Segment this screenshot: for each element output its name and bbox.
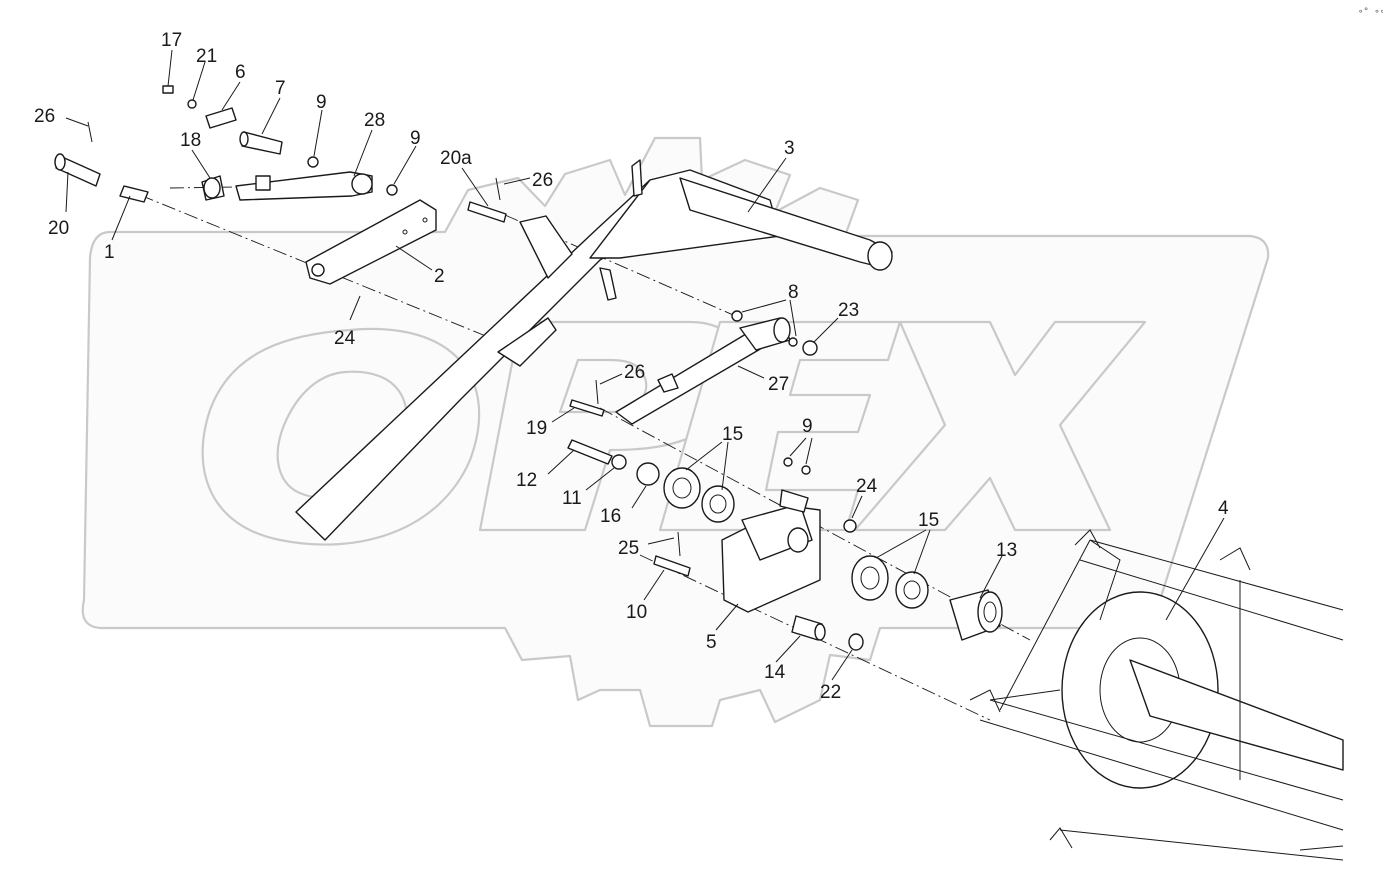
callout-9-top: 9 [316,92,327,113]
callout-13: 13 [996,540,1017,561]
pins-and-washers [567,379,735,523]
callout-17: 17 [161,30,182,51]
callout-11: 11 [562,488,582,509]
callout-19: 19 [526,418,547,439]
main-frame-arm [295,159,893,541]
part-4-reel [969,529,1344,861]
callout-20a: 20a [440,148,472,169]
callout-12: 12 [516,470,537,491]
corner-mark: ∘° ∘∘∘ [1358,7,1383,17]
callout-27: 27 [768,374,789,395]
callout-15-upper: 15 [722,424,743,445]
callout-labels: 17 21 6 7 9 28 9 26 18 20 1 20a 26 3 2 2… [34,30,1229,703]
callout-20: 20 [48,218,69,239]
part-27-cylinder [615,310,818,425]
callout-2: 2 [434,266,445,287]
callout-3: 3 [784,138,795,159]
callout-9-right: 9 [410,128,421,149]
callout-24-left: 24 [334,328,356,349]
callout-9-center: 9 [802,416,813,437]
part-5-bracket [721,457,857,613]
callout-26-left: 26 [34,106,55,127]
callout-4: 4 [1218,498,1229,519]
part-2-channel [305,199,437,285]
callout-26-lower: 26 [624,362,645,383]
callout-8: 8 [788,282,799,303]
callout-15-lower: 15 [918,510,939,531]
callout-24-right: 24 [856,476,878,497]
callout-6: 6 [235,62,246,83]
small-top-parts [54,85,507,223]
lower-parts [653,531,1003,651]
callout-28: 28 [364,110,385,131]
callout-10: 10 [626,602,647,623]
part-28-cylinder [235,171,373,201]
callout-23: 23 [838,300,859,321]
callout-18: 18 [180,130,201,151]
callout-22: 22 [820,682,841,703]
callout-21: 21 [196,46,217,67]
callout-1: 1 [104,242,115,263]
leader-lines [65,49,1225,681]
callout-14: 14 [764,662,786,683]
callout-25: 25 [618,538,639,559]
callout-5: 5 [706,632,717,653]
callout-16: 16 [600,506,621,527]
callout-7: 7 [275,78,286,99]
callout-26-mid: 26 [532,170,553,191]
watermark [81,136,1270,728]
